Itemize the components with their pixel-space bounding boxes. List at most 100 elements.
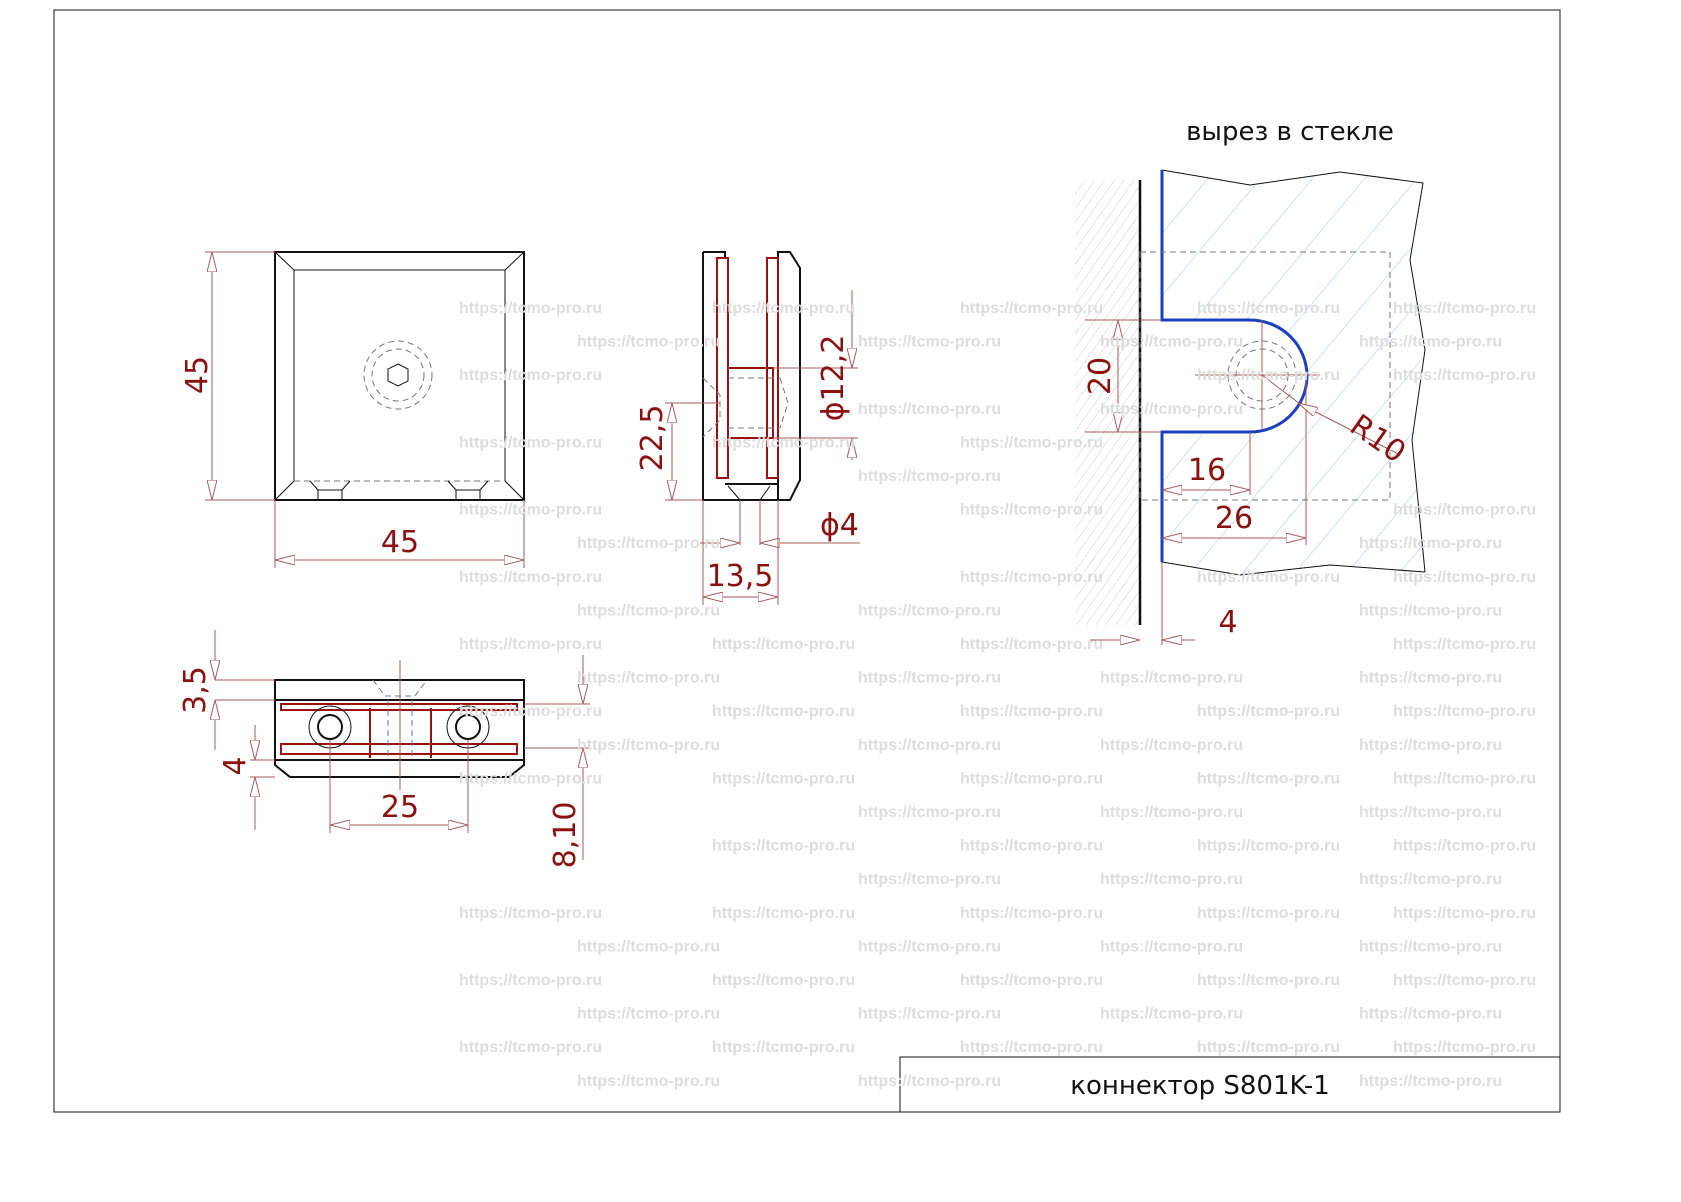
watermark-text: https://tcmo-pro.ru: [1197, 1039, 1340, 1056]
hole-diameter-dimension: ϕ12,2: [816, 335, 851, 422]
watermark-text: https://tcmo-pro.ru: [577, 535, 720, 552]
watermark-text: https://tcmo-pro.ru: [1197, 905, 1340, 922]
watermark-text: https://tcmo-pro.ru: [577, 1073, 720, 1090]
center-offset-dimension: 16: [1188, 453, 1226, 488]
watermark-text: https://tcmo-pro.ru: [1359, 804, 1502, 821]
glass-thickness-dimension: 8,10: [548, 802, 583, 869]
watermark-text: https://tcmo-pro.ru: [459, 434, 602, 451]
watermark-text: https://tcmo-pro.ru: [1359, 1073, 1502, 1090]
hole-spacing-dimension: 25: [381, 790, 419, 825]
cutout-outline: [1160, 170, 1309, 562]
watermark-text: https://tcmo-pro.ru: [858, 468, 1001, 485]
watermark-text: https://tcmo-pro.ru: [858, 334, 1001, 351]
watermark-text: https://tcmo-pro.ru: [1197, 569, 1340, 586]
watermark-text: https://tcmo-pro.ru: [1393, 300, 1536, 317]
watermark-text: https://tcmo-pro.ru: [960, 636, 1103, 653]
watermark-text: https://tcmo-pro.ru: [1393, 1039, 1536, 1056]
front-height-dimension: 45: [180, 356, 215, 394]
watermark-text: https://tcmo-pro.ru: [712, 434, 855, 451]
watermark-text: https://tcmo-pro.ru: [1393, 569, 1536, 586]
watermark-text: https://tcmo-pro.ru: [960, 1039, 1103, 1056]
watermark-text: https://tcmo-pro.ru: [858, 871, 1001, 888]
watermark-text: https://tcmo-pro.ru: [858, 804, 1001, 821]
watermark-text: https://tcmo-pro.ru: [858, 670, 1001, 687]
screw-offset-dimension: 22,5: [635, 405, 670, 472]
bottom-thickness-dimension: 4: [218, 756, 253, 775]
watermark-text: https://tcmo-pro.ru: [1393, 770, 1536, 787]
watermark-text: https://tcmo-pro.ru: [577, 737, 720, 754]
watermark-text: https://tcmo-pro.ru: [1393, 972, 1536, 989]
watermark-text: https://tcmo-pro.ru: [1359, 737, 1502, 754]
watermark-text: https://tcmo-pro.ru: [960, 502, 1103, 519]
watermark-text: https://tcmo-pro.ru: [712, 905, 855, 922]
front-width-dimension: 45: [381, 525, 419, 560]
watermark-text: https://tcmo-pro.ru: [577, 938, 720, 955]
glass-cutout-view: вырез в стекле 20 16 26 R10 4: [1075, 117, 1426, 645]
watermark-text: https://tcmo-pro.ru: [858, 401, 1001, 418]
watermark-text: https://tcmo-pro.ru: [858, 1073, 1001, 1090]
watermark-text: https://tcmo-pro.ru: [712, 300, 855, 317]
watermark-text: https://tcmo-pro.ru: [960, 300, 1103, 317]
watermark-text: https://tcmo-pro.ru: [577, 334, 720, 351]
watermark-text: https://tcmo-pro.ru: [858, 602, 1001, 619]
watermark-text: https://tcmo-pro.ru: [1359, 938, 1502, 955]
watermark-text: https://tcmo-pro.ru: [1197, 972, 1340, 989]
side-view: 22,5 ϕ12,2 ϕ4 13,5: [635, 251, 860, 605]
watermark-text: https://tcmo-pro.ru: [960, 972, 1103, 989]
watermark-text: https://tcmo-pro.ru: [1393, 838, 1536, 855]
watermark-text: https://tcmo-pro.ru: [1197, 367, 1340, 384]
watermark-text: https://tcmo-pro.ru: [1197, 770, 1340, 787]
watermark-text: https://tcmo-pro.ru: [960, 770, 1103, 787]
front-view: 45 45: [180, 251, 525, 568]
watermark-text: https://tcmo-pro.ru: [459, 972, 602, 989]
watermark-text: https://tcmo-pro.ru: [459, 502, 602, 519]
drawing-frame: [53, 9, 1561, 1113]
watermark-text: https://tcmo-pro.ru: [960, 569, 1103, 586]
watermark-text: https://tcmo-pro.ru: [459, 770, 602, 787]
watermark-text: https://tcmo-pro.ru: [1359, 535, 1502, 552]
cutout-title: вырез в стекле: [1186, 117, 1394, 147]
watermark-text: https://tcmo-pro.ru: [960, 838, 1103, 855]
watermark-text: https://tcmo-pro.ru: [1393, 703, 1536, 720]
watermark-text: https://tcmo-pro.ru: [459, 367, 602, 384]
bolt-diameter-dimension: ϕ4: [820, 508, 859, 543]
watermark-text: https://tcmo-pro.ru: [459, 1039, 602, 1056]
watermark-text: https://tcmo-pro.ru: [1100, 1006, 1243, 1023]
watermark-text: https://tcmo-pro.ru: [1359, 670, 1502, 687]
watermark-text: https://tcmo-pro.ru: [1100, 871, 1243, 888]
watermark-text: https://tcmo-pro.ru: [858, 1006, 1001, 1023]
watermark-text: https://tcmo-pro.ru: [577, 670, 720, 687]
watermark-text: https://tcmo-pro.ru: [1393, 502, 1536, 519]
watermark-text: https://tcmo-pro.ru: [1197, 300, 1340, 317]
part-title: коннектор S801K-1: [1070, 1071, 1330, 1101]
watermark-text: https://tcmo-pro.ru: [1100, 334, 1243, 351]
watermark-text: https://tcmo-pro.ru: [577, 602, 720, 619]
watermark-text: https://tcmo-pro.ru: [960, 905, 1103, 922]
watermark-text: https://tcmo-pro.ru: [1100, 737, 1243, 754]
hex-socket-icon: [387, 363, 409, 387]
cut-width-dimension: 20: [1083, 357, 1118, 395]
watermark-text: https://tcmo-pro.ru: [577, 1006, 720, 1023]
top-thickness-dimension: 3,5: [178, 666, 213, 714]
watermark-text: https://tcmo-pro.ru: [459, 300, 602, 317]
watermark-text: https://tcmo-pro.ru: [1359, 602, 1502, 619]
watermark-text: https://tcmo-pro.ru: [459, 703, 602, 720]
watermark-text: https://tcmo-pro.ru: [1197, 703, 1340, 720]
watermark-text: https://tcmo-pro.ru: [1393, 905, 1536, 922]
watermark-text: https://tcmo-pro.ru: [1100, 804, 1243, 821]
watermark-text: https://tcmo-pro.ru: [960, 703, 1103, 720]
watermark-text: https://tcmo-pro.ru: [1359, 1006, 1502, 1023]
watermark-text: https://tcmo-pro.ru: [712, 972, 855, 989]
watermark-text: https://tcmo-pro.ru: [1359, 334, 1502, 351]
gap-dimension: 4: [1218, 605, 1237, 640]
watermark-text: https://tcmo-pro.ru: [712, 703, 855, 720]
title-block: коннектор S801K-1: [899, 1056, 1561, 1113]
watermark-text: https://tcmo-pro.ru: [858, 938, 1001, 955]
watermark-text: https://tcmo-pro.ru: [1100, 670, 1243, 687]
watermark-text: https://tcmo-pro.ru: [459, 636, 602, 653]
watermark-text: https://tcmo-pro.ru: [459, 569, 602, 586]
watermark-text: https://tcmo-pro.ru: [712, 838, 855, 855]
watermark-text: https://tcmo-pro.ru: [1393, 636, 1536, 653]
